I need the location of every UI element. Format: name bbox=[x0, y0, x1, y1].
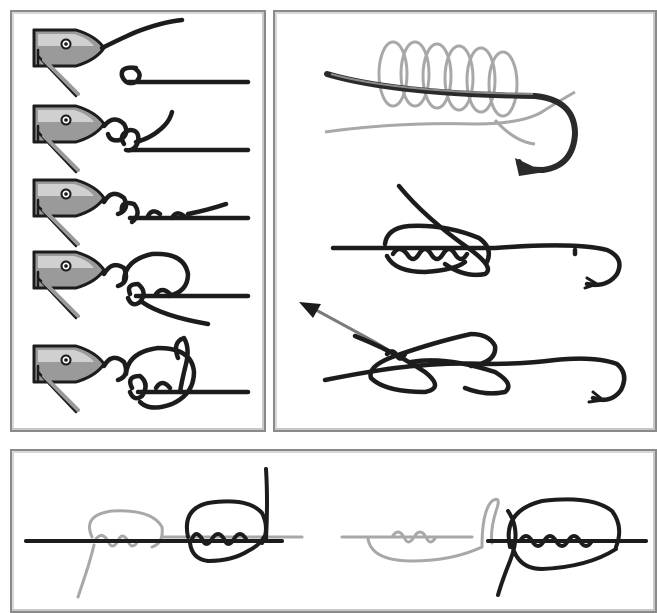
hook-step-1 bbox=[324, 40, 579, 176]
line-knot-step-2 bbox=[340, 497, 648, 597]
lure-step-5 bbox=[32, 335, 251, 414]
lure-step-2 bbox=[32, 104, 251, 174]
lure-step-3 bbox=[32, 178, 251, 248]
lure-step-1 bbox=[32, 17, 251, 98]
lure-head-icon bbox=[32, 178, 106, 248]
hook-step-2 bbox=[330, 183, 622, 290]
hook-knot-diagram bbox=[299, 40, 627, 404]
line-knot-step-1 bbox=[24, 467, 304, 599]
lure-head-icon bbox=[32, 104, 106, 174]
lure-head-icon bbox=[32, 28, 106, 98]
line-to-line-knot-diagram bbox=[24, 467, 648, 599]
lure-loop-knot-diagram bbox=[32, 17, 251, 414]
hook-knot-panel bbox=[273, 10, 657, 432]
lure-step-4 bbox=[32, 250, 251, 327]
lure-head-icon bbox=[32, 250, 106, 320]
lure-head-icon bbox=[32, 344, 106, 414]
hook-step-3 bbox=[299, 302, 627, 404]
line-to-line-knot-panel bbox=[10, 449, 657, 613]
lure-loop-knot-panel bbox=[10, 10, 266, 432]
